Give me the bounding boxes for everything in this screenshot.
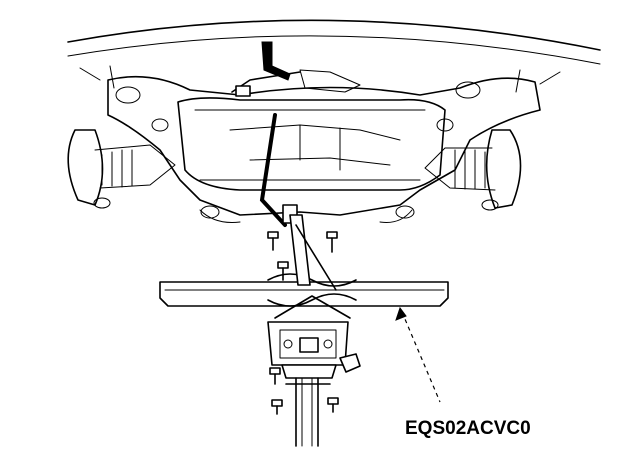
jack-cross-bar bbox=[159, 273, 449, 319]
right-wheel-hub bbox=[424, 129, 522, 211]
bolt bbox=[271, 399, 283, 415]
callout-leader bbox=[395, 306, 441, 403]
bolt bbox=[267, 231, 279, 251]
bolt bbox=[326, 231, 338, 253]
support-bracket bbox=[231, 41, 301, 227]
bolt bbox=[327, 397, 339, 413]
vehicle-body-outline bbox=[67, 19, 601, 93]
left-wheel-hub bbox=[67, 129, 176, 209]
subframe bbox=[107, 69, 541, 223]
figure-code-label: EQS02ACVC0 bbox=[405, 418, 531, 439]
mounting-bolts bbox=[267, 231, 339, 415]
bolt bbox=[269, 367, 281, 385]
bolt bbox=[277, 261, 289, 281]
transmission-jack bbox=[267, 214, 361, 447]
